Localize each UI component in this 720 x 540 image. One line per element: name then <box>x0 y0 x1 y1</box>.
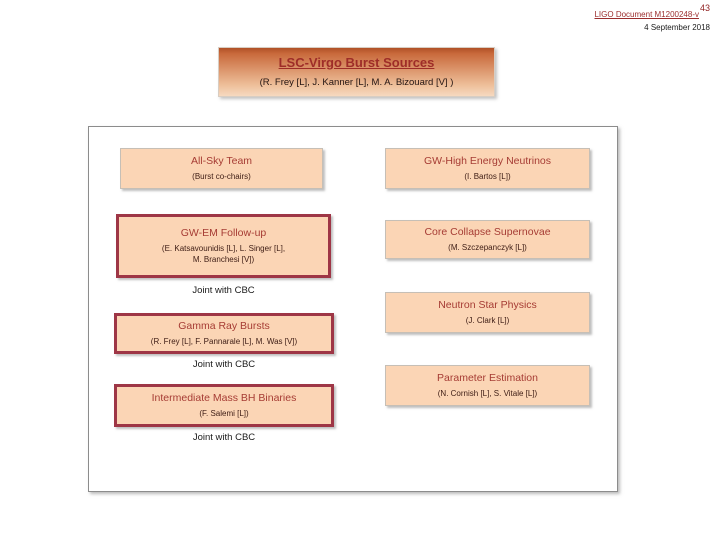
team-title: All-Sky Team <box>190 154 253 167</box>
team-members: (Burst co-chairs) <box>192 171 251 181</box>
team-box-intermediate-mass-bh-binaries: Intermediate Mass BH Binaries (F. Salemi… <box>114 384 334 427</box>
team-box-neutron-star-physics: Neutron Star Physics (J. Clark [L]) <box>385 292 590 333</box>
slide-number: 43 <box>699 3 710 13</box>
team-members: (N. Cornish [L], S. Vitale [L]) <box>437 388 538 398</box>
team-title: GW-High Energy Neutrinos <box>423 154 552 167</box>
team-title: Intermediate Mass BH Binaries <box>151 391 297 404</box>
joint-with-cbc-note: Joint with CBC <box>192 285 255 296</box>
team-title: Parameter Estimation <box>437 371 538 384</box>
team-members: (J. Clark [L]) <box>465 315 510 325</box>
title-banner: LSC-Virgo Burst Sources (R. Frey [L], J.… <box>218 47 495 97</box>
members-line-2: M. Branchesi [V]) <box>192 254 255 264</box>
team-title: Gamma Ray Bursts <box>178 319 270 332</box>
team-box-parameter-estimation: Parameter Estimation (N. Cornish [L], S.… <box>385 365 590 406</box>
header: LIGO Document M1200248-v43 4 September 2… <box>594 3 710 33</box>
team-title: Neutron Star Physics <box>438 298 537 311</box>
team-box-gw-high-energy-neutrinos: GW-High Energy Neutrinos (I. Bartos [L]) <box>385 148 590 189</box>
group-chairs: (R. Frey [L], J. Kanner [L], M. A. Bizou… <box>259 77 454 88</box>
joint-with-cbc-note: Joint with CBC <box>192 432 256 443</box>
team-members: (I. Bartos [L]) <box>464 171 511 181</box>
header-date: 4 September 2018 <box>644 23 710 32</box>
team-members: (M. Szczepanczyk [L]) <box>448 242 527 252</box>
slide-title: LSC-Virgo Burst Sources <box>278 55 435 70</box>
ligo-document-link[interactable]: LIGO Document M1200248-v <box>594 10 699 19</box>
team-members: (F. Salemi [L]) <box>199 408 249 418</box>
doc-line: LIGO Document M1200248-v43 <box>594 3 710 23</box>
joint-with-cbc-note: Joint with CBC <box>192 359 256 370</box>
team-box-gw-em-followup: GW-EM Follow-up (E. Katsavounidis [L], L… <box>116 214 331 278</box>
org-chart-container: All-Sky Team (Burst co-chairs) GW-EM Fol… <box>88 126 618 492</box>
team-members: (R. Frey [L], F. Pannarale [L], M. Was [… <box>150 336 298 346</box>
team-title: Core Collapse Supernovae <box>424 225 551 238</box>
team-box-gamma-ray-bursts: Gamma Ray Bursts (R. Frey [L], F. Pannar… <box>114 313 334 354</box>
members-line-1: (E. Katsavounidis [L], L. Singer [L], <box>161 243 286 253</box>
team-title: GW-EM Follow-up <box>180 226 267 239</box>
team-members: (E. Katsavounidis [L], L. Singer [L], M.… <box>119 244 328 266</box>
team-box-all-sky: All-Sky Team (Burst co-chairs) <box>120 148 323 189</box>
team-box-core-collapse-supernovae: Core Collapse Supernovae (M. Szczepanczy… <box>385 220 590 259</box>
